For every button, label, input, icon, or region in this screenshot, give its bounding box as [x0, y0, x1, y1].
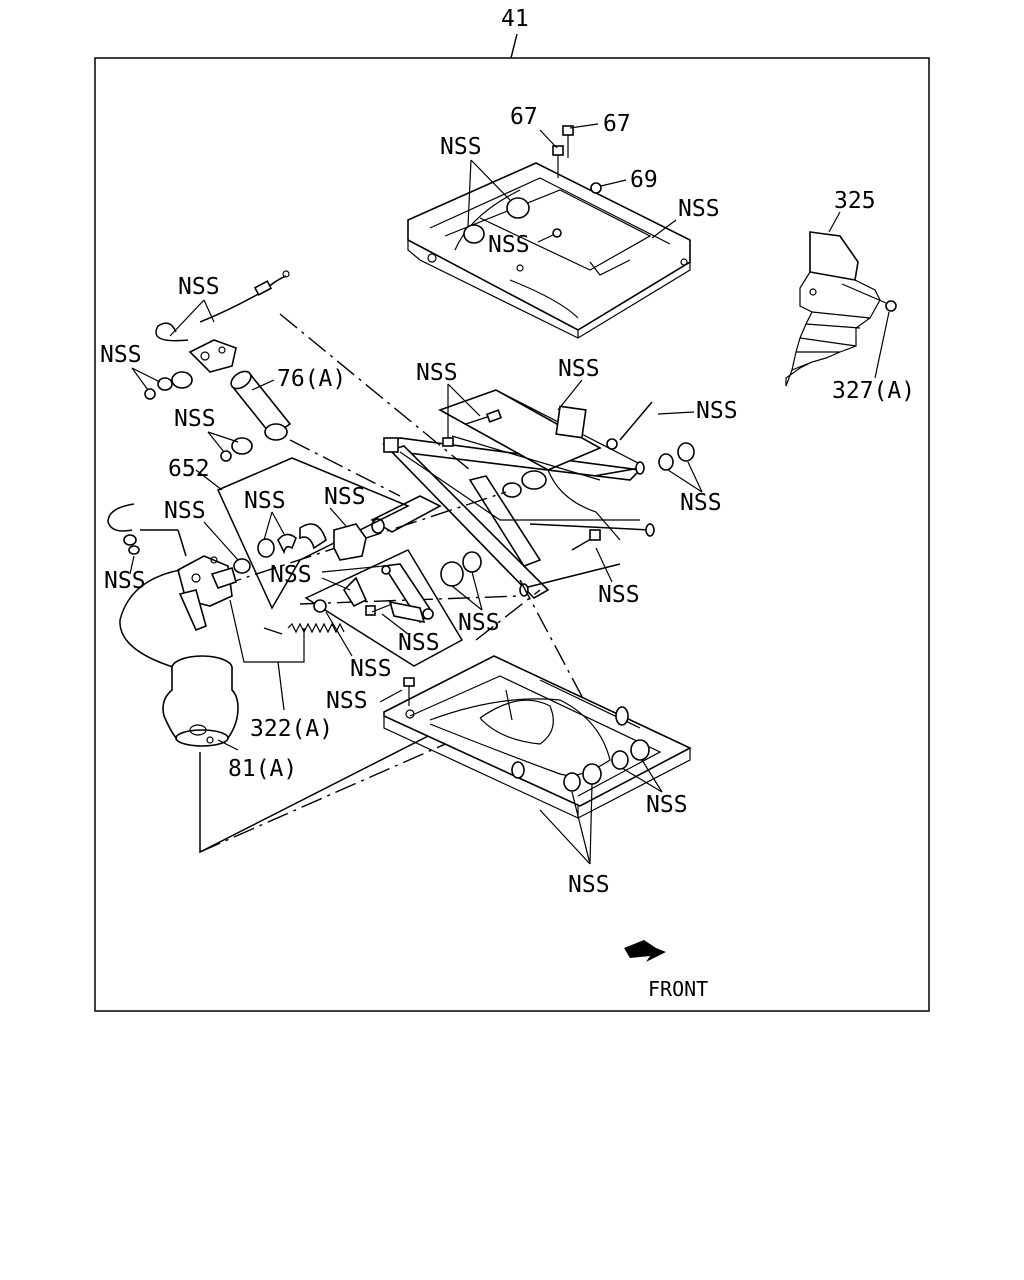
callout-nss-base-bushing: NSS: [568, 872, 610, 898]
valve-bracket: [144, 339, 237, 400]
assembly-number: 41: [501, 6, 529, 32]
leveling-valve: [177, 555, 237, 632]
front-arrow-icon: [624, 940, 666, 962]
callout-69: 69: [630, 167, 658, 193]
callout-nss-kit-ring: NSS: [244, 488, 286, 514]
callout-nss-pin-right: NSS: [696, 398, 738, 424]
nut-69: [590, 182, 602, 194]
kit-652-parts: [257, 523, 367, 561]
callout-322-bracket: [229, 599, 305, 663]
callout-327: 327(A): [832, 378, 915, 404]
callout-81: 81(A): [228, 756, 297, 782]
callout-nss-lever: NSS: [270, 562, 312, 588]
callout-nss-block: NSS: [558, 356, 600, 382]
scissor-mechanism: [370, 389, 655, 600]
callout-nss-lever-pin: NSS: [398, 630, 440, 656]
air-spring-81: [162, 655, 239, 747]
callout-325: 325: [834, 188, 876, 214]
spacer-block: [555, 405, 587, 439]
assembly-leader: [510, 33, 518, 59]
callout-67-right: 67: [603, 111, 631, 137]
control-cable: [155, 270, 290, 342]
callout-76: 76(A): [277, 366, 346, 392]
screw-327: [841, 283, 897, 312]
spring: [287, 622, 345, 634]
callout-nss-valve-nut: NSS: [164, 498, 206, 524]
callout-nss-bushing-right: NSS: [680, 490, 722, 516]
front-label: FRONT: [648, 977, 708, 1001]
callout-nss-bolt-right: NSS: [598, 582, 640, 608]
callout-nss-damper-pin: NSS: [174, 406, 216, 432]
callout-nss-bushing-center: NSS: [458, 610, 500, 636]
shock-absorber-76: [230, 370, 292, 441]
lever-parts: [342, 563, 434, 624]
callout-nss-fitting: NSS: [104, 568, 146, 594]
top-seat-plate: [407, 162, 691, 339]
callout-nss-base-roller: NSS: [646, 792, 688, 818]
callout-nss-bolt-center: NSS: [416, 360, 458, 386]
callout-nss-spring: NSS: [350, 656, 392, 682]
side-cover-325: [785, 231, 881, 387]
callout-nss-top-nut: NSS: [488, 232, 530, 258]
assembly-guide: [279, 313, 471, 471]
bolt-67: [552, 125, 574, 178]
callout-nss-valve: NSS: [100, 342, 142, 368]
base-plate: [383, 655, 692, 819]
callout-67-left: 67: [510, 104, 538, 130]
air-line: [107, 503, 135, 532]
lever-kit-outline: [304, 549, 464, 667]
callout-nss-top: NSS: [440, 134, 482, 160]
callout-nss-top-plate: NSS: [678, 196, 720, 222]
callout-nss-kit-block: NSS: [324, 484, 366, 510]
callout-652: 652: [168, 456, 210, 482]
callout-nss-cable: NSS: [178, 274, 220, 300]
assembly-frame: [94, 57, 930, 1012]
callout-nss-base-bolt: NSS: [326, 688, 368, 714]
callout-322: 322(A): [250, 716, 333, 742]
